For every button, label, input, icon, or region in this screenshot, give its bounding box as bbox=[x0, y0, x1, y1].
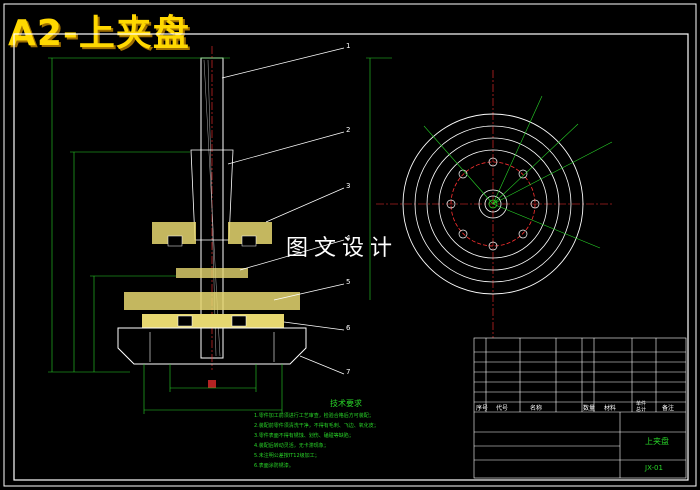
tb-header-total: 总计 bbox=[636, 407, 647, 413]
tb-header-name: 名称 bbox=[530, 405, 543, 412]
balloon-3: 3 bbox=[346, 182, 351, 190]
inner-frame bbox=[13, 33, 689, 481]
note-3: 3.零件表面不得有锈蚀、划伤、磕碰等缺陷； bbox=[254, 433, 354, 439]
balloon-7: 7 bbox=[346, 368, 351, 376]
note-6: 6.表面涂防锈漆。 bbox=[254, 463, 294, 469]
watermark-text: 图文设计 bbox=[286, 236, 399, 261]
section-view bbox=[117, 46, 307, 388]
tb-header-index: 序号 bbox=[476, 405, 489, 412]
balloon-2: 2 bbox=[346, 126, 351, 134]
note-1: 1.零件加工前须进行工艺审查，检验合格后方可装配； bbox=[254, 413, 374, 419]
tb-drawing-no: JX-01 bbox=[645, 464, 663, 472]
tb-header-remark: 备注 bbox=[662, 405, 675, 412]
balloon-1: 1 bbox=[346, 42, 351, 50]
top-view bbox=[376, 70, 614, 338]
balloon-4: 4 bbox=[346, 234, 351, 242]
dimension-lines bbox=[48, 57, 392, 414]
title-block bbox=[473, 337, 687, 479]
notes-title: 技术要求 bbox=[330, 399, 362, 408]
tb-header-material: 材料 bbox=[604, 405, 617, 412]
tb-header-qty: 数量 bbox=[583, 405, 596, 412]
tb-header-unit: 单件 bbox=[636, 401, 647, 407]
note-2: 2.装配前零件须清洗干净，不得有毛刺、飞边、氧化皮； bbox=[254, 423, 379, 429]
note-5: 5.未注明公差按IT12级加工； bbox=[254, 453, 320, 459]
leader-lines bbox=[221, 47, 345, 375]
outer-frame bbox=[3, 3, 697, 487]
note-4: 4.装配后转动灵活，无卡滞现象； bbox=[254, 443, 329, 449]
tb-part-name: 上夹盘 bbox=[645, 437, 669, 446]
balloon-6: 6 bbox=[346, 324, 351, 332]
balloon-5: 5 bbox=[346, 278, 351, 286]
tb-header-code: 代号 bbox=[496, 405, 509, 412]
